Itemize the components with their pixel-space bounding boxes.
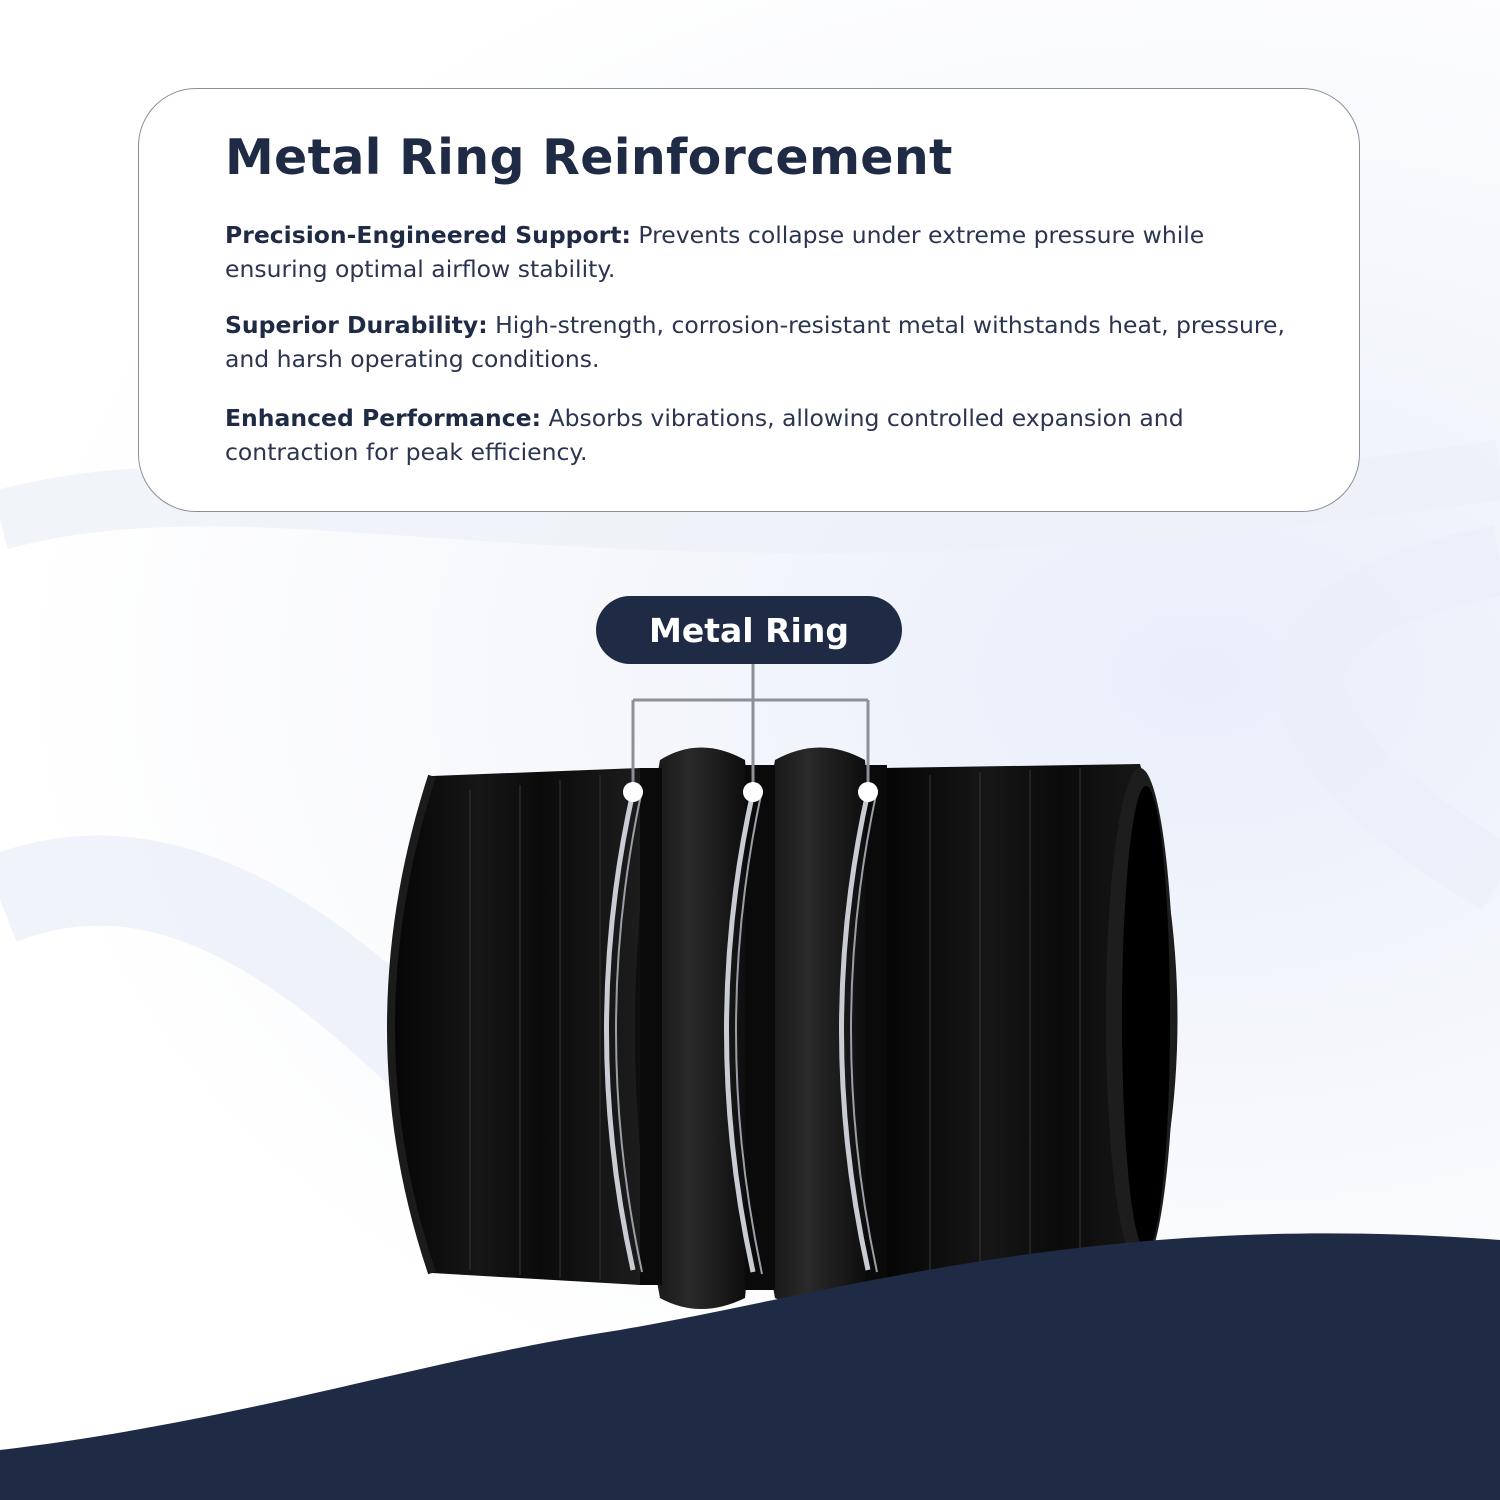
callout-connector — [631, 664, 870, 792]
feature-enhanced-performance: Enhanced Performance: Absorbs vibrations… — [225, 401, 1295, 469]
hose-left-section — [391, 768, 640, 1285]
info-card: Metal Ring Reinforcement Precision-Engin… — [138, 88, 1360, 512]
card-title: Metal Ring Reinforcement — [225, 129, 953, 186]
hose-bellow-left — [635, 747, 758, 1309]
metal-ring-1 — [604, 791, 636, 1271]
hose-bellow-right — [750, 747, 878, 1309]
callout-dot-2 — [743, 782, 763, 802]
bottom-wave — [0, 1233, 1500, 1500]
hose-coupler-image — [387, 664, 1178, 1309]
hose-right-section — [885, 764, 1178, 1285]
callout-dot-3 — [858, 782, 878, 802]
feature-text: High-strength, corrosion-resistant metal… — [225, 311, 1285, 373]
feature-text: Absorbs vibrations, allowing controlled … — [225, 404, 1184, 466]
metal-ring-callout: Metal Ring — [596, 596, 902, 664]
feature-label: Superior Durability: — [225, 311, 488, 339]
feature-precision-support: Precision-Engineered Support: Prevents c… — [225, 218, 1295, 286]
metal-ring-2 — [724, 791, 756, 1273]
feature-superior-durability: Superior Durability: High-strength, corr… — [225, 308, 1295, 376]
feature-text: Prevents collapse under extreme pressure… — [225, 221, 1205, 283]
callout-dot-1 — [623, 782, 643, 802]
feature-label: Enhanced Performance: — [225, 404, 542, 432]
metal-ring-3 — [839, 791, 871, 1271]
feature-label: Precision-Engineered Support: — [225, 221, 631, 249]
